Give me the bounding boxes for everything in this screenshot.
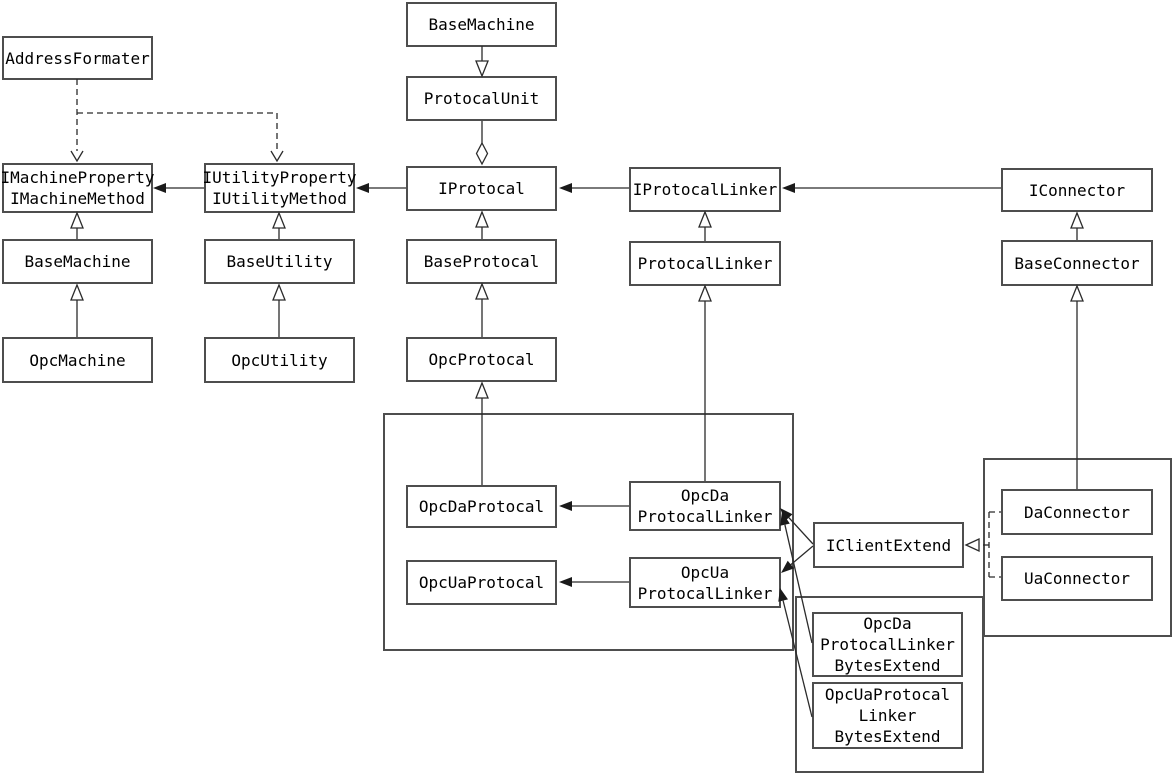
class-label: ProtocalLinker	[637, 583, 773, 603]
class-label: IMachineMethod	[10, 189, 145, 208]
class-box-ua-connector: UaConnector	[1001, 556, 1153, 601]
class-label: IClientExtend	[825, 535, 952, 555]
class-box-address-formater: AddressFormater	[2, 36, 153, 80]
class-label: BytesExtend	[834, 727, 941, 746]
class-box-opc-machine: OpcMachine	[2, 337, 153, 383]
class-box-opc-utility: OpcUtility	[204, 337, 355, 383]
class-box-opc-ua-bytes-extend: OpcUaProtocal Linker BytesExtend	[812, 682, 963, 749]
class-label: DaConnector	[1024, 502, 1130, 522]
class-label: BaseUtility	[226, 252, 333, 271]
connector-group-container	[983, 458, 1172, 637]
class-label: OpcMachine	[29, 350, 126, 370]
class-label: BytesExtend	[834, 656, 941, 675]
class-label: OpcDaProtocal	[418, 497, 545, 516]
class-box-base-protocal: BaseProtocal	[406, 239, 557, 284]
class-label: IUtilityProperty	[202, 168, 357, 187]
class-box-protocal-linker: ProtocalLinker	[629, 241, 781, 286]
class-label: OpcUaProtocal	[824, 685, 951, 704]
class-box-protocal-unit: ProtocalUnit	[406, 76, 557, 121]
aggregation-diamond	[475, 141, 489, 166]
class-label: IMachineProperty	[0, 168, 155, 187]
class-box-imachine: IMachineProperty IMachineMethod	[0, 163, 155, 213]
class-label: OpcUtility	[231, 350, 328, 370]
class-label: ProtocalLinker	[637, 254, 773, 273]
class-label: OpcDa	[680, 486, 730, 505]
class-box-opc-ua-protocal: OpcUaProtocal	[406, 560, 557, 605]
class-box-iconnector: IConnector	[1001, 168, 1153, 212]
class-label: IConnector	[1028, 180, 1126, 200]
class-label: OpcProtocal	[428, 350, 535, 369]
class-box-base-machine: BaseMachine	[2, 239, 153, 284]
class-label: Linker	[858, 706, 917, 725]
class-label: IProtocalLinker	[632, 180, 778, 199]
class-label: BaseMachine	[428, 15, 535, 34]
class-box-da-connector: DaConnector	[1001, 489, 1153, 535]
class-label: BaseProtocal	[423, 252, 540, 271]
class-label: OpcUaProtocal	[418, 573, 545, 592]
class-label: OpcDa	[863, 614, 912, 633]
class-box-iprotocal: IProtocal	[406, 166, 557, 211]
class-label: AddressFormater	[5, 48, 150, 68]
class-label: IUtilityMethod	[212, 189, 347, 208]
class-label: ProtocalLinker	[820, 635, 955, 654]
class-box-iprotocal-linker: IProtocalLinker	[629, 167, 781, 212]
opc-protocal-group-container	[383, 413, 794, 651]
class-box-base-connector: BaseConnector	[1001, 240, 1153, 286]
open-vee-arrowheads	[70, 150, 284, 163]
class-label: BaseMachine	[24, 252, 131, 271]
class-box-iclient-extend: IClientExtend	[813, 522, 964, 568]
class-label: BaseConnector	[1014, 253, 1140, 273]
class-box-base-utility: BaseUtility	[204, 239, 355, 284]
class-box-opc-da-protocal: OpcDaProtocal	[406, 485, 557, 528]
class-label: IProtocal	[438, 179, 525, 198]
class-label: UaConnector	[1024, 569, 1130, 588]
class-box-opc-da-bytes-extend: OpcDa ProtocalLinker BytesExtend	[812, 612, 963, 677]
realization-triangle	[964, 537, 980, 553]
class-label: ProtocalLinker	[637, 507, 773, 526]
class-label: OpcUa	[680, 562, 730, 582]
class-box-base-machine-top: BaseMachine	[406, 2, 557, 47]
class-box-opc-da-protocal-linker: OpcDa ProtocalLinker	[629, 481, 781, 531]
class-box-opc-protocal: OpcProtocal	[406, 337, 557, 382]
class-label: ProtocalUnit	[423, 89, 540, 108]
class-box-iutility: IUtilityProperty IUtilityMethod	[202, 163, 357, 213]
class-box-opc-ua-protocal-linker: OpcUa ProtocalLinker	[629, 557, 781, 608]
